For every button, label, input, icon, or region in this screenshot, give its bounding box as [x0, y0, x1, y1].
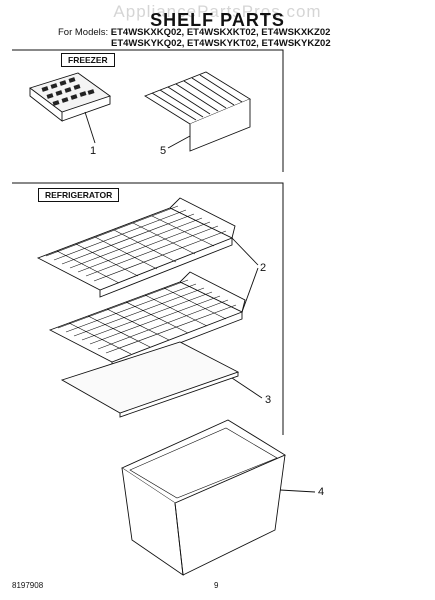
callout-4: 4 — [318, 486, 325, 498]
refrigerator-frame — [12, 182, 284, 435]
doc-number: 8197908 — [12, 581, 44, 590]
page-title: SHELF PARTS — [150, 10, 285, 30]
refrigerator-shelf-upper — [36, 197, 259, 298]
models-label: For Models: — [58, 27, 109, 38]
callout-5: 5 — [160, 145, 167, 157]
freezer-label: FREEZER — [61, 53, 115, 67]
models-line-2: ET4WSKYKQ02, ET4WSKYKT02, ET4WSKYKZ02 — [111, 38, 331, 49]
refrigerator-label: REFRIGERATOR — [38, 188, 120, 202]
callout-2: 2 — [260, 262, 267, 274]
watermark: AppliancePartsPros.com — [113, 2, 322, 21]
crisper-drawer-part — [121, 419, 316, 576]
glass-panel-part — [60, 341, 263, 418]
freezer-frame — [12, 49, 284, 172]
ice-tray-part — [29, 72, 111, 144]
models-list: For Models: ET4WSKXKQ02, ET4WSKXKT02, ET… — [58, 27, 331, 49]
callout-3: 3 — [265, 394, 272, 406]
callout-1: 1 — [90, 145, 97, 157]
freezer-shelf-part — [144, 71, 251, 152]
models-line-1: For Models: ET4WSKXKQ02, ET4WSKXKT02, ET… — [58, 27, 331, 38]
page-number: 9 — [214, 581, 219, 590]
